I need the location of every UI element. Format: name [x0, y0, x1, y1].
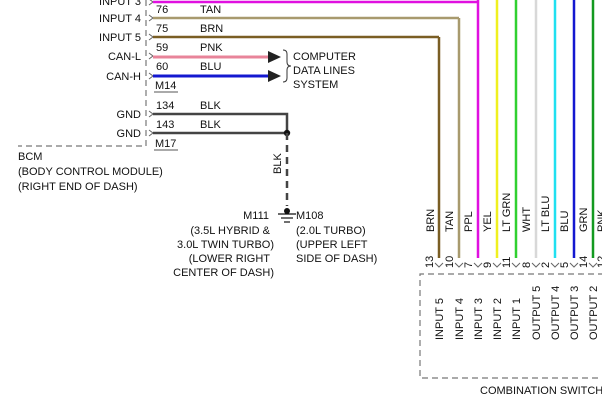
wire-color-pnk-label: PNK [200, 42, 223, 54]
computer-data-lines-label-2: DATA LINES [293, 65, 355, 77]
switch-pin-2: 2 [540, 262, 552, 268]
bcm-pin-gnd-1-label: GND [117, 109, 142, 121]
circuit-number-75: 75 [156, 23, 168, 35]
circuit-number-59: 59 [156, 42, 168, 54]
bcm-pin-input4-label: INPUT 4 [99, 13, 141, 25]
ground-m111-desc-4: CENTER OF DASH) [173, 267, 274, 279]
bcm-box [18, 0, 147, 147]
switch-wire-color-pnk: PNK [596, 209, 602, 232]
wire-blk-134 [153, 112, 289, 133]
bcm-pin-gnd-2-label: GND [117, 128, 142, 140]
switch-wire-color-grn: GRN [578, 208, 590, 233]
switch-pin-14: 14 [578, 256, 590, 268]
switch-pin-13: 13 [424, 256, 436, 268]
computer-data-lines-label-3: SYSTEM [293, 79, 338, 91]
ground-m108-desc-3: SIDE OF DASH) [296, 253, 377, 265]
combination-switch-title: COMBINATION SWITCH [480, 385, 602, 397]
switch-wire-color-wht: WHT [521, 207, 533, 232]
connector-m14-label: M14 [155, 80, 176, 92]
bcm-description: (BODY CONTROL MODULE) [18, 166, 163, 178]
switch-wire-color-lt-grn: LT GRN [501, 193, 513, 232]
ground-m108-desc-1: (2.0L TURBO) [296, 225, 366, 237]
switch-pin-11: 11 [501, 257, 513, 268]
circuit-number-60: 60 [156, 61, 168, 73]
switch-wire-color-ppl: PPL [463, 211, 475, 232]
switch-pin-10: 10 [444, 256, 456, 268]
switch-pin-name-input-3: INPUT 3 [473, 298, 485, 340]
ground-m111-label: M111 [243, 210, 269, 222]
combination-switch-box [419, 273, 602, 379]
switch-wire-color-brn: BRN [425, 209, 437, 232]
switch-wire-color-tan: TAN [444, 211, 456, 232]
switch-pin-8: 8 [521, 262, 533, 268]
wire-color-brn-label: BRN [200, 23, 223, 35]
bcm-label: BCM [18, 151, 42, 163]
ground-m108-label: M108 [296, 210, 324, 222]
ground-m111-desc-1: (3.5L HYBRID & [190, 225, 270, 237]
connector-m17-label: M17 [155, 138, 176, 150]
brace-icon [282, 49, 292, 83]
switch-pin-9: 9 [482, 262, 494, 268]
switch-pin-name-input-5: INPUT 5 [434, 298, 446, 340]
wire-color-blu-label: BLU [200, 61, 221, 73]
computer-data-lines-label-1: COMPUTER [293, 51, 356, 63]
wire-color-tan-label: TAN [200, 4, 221, 16]
circuit-number-143: 143 [156, 119, 174, 131]
arrow-can-l [268, 51, 281, 63]
switch-pin-name-output-5: OUTPUT 5 [531, 286, 543, 340]
bcm-location: (RIGHT END OF DASH) [18, 181, 138, 193]
wire-color-blk-134-label: BLK [200, 100, 221, 112]
switch-pin-7: 7 [463, 262, 475, 268]
switch-pin-name-output-3: OUTPUT 3 [569, 286, 581, 340]
wire-color-blk-143-label: BLK [200, 119, 221, 131]
arrow-can-h [268, 70, 281, 82]
ground-m111-desc-3: (LOWER RIGHT [189, 253, 271, 265]
circuit-number-134: 134 [156, 100, 174, 112]
switch-pin-name-input-4: INPUT 4 [454, 298, 466, 340]
switch-pin-name-output-2: OUTPUT 2 [588, 286, 600, 340]
ground-m111-desc-2: 3.0L TWIN TURBO) [177, 239, 274, 251]
switch-connector-chevrons [434, 262, 598, 268]
bcm-connector-chevrons [148, 0, 154, 137]
ground-symbol-icon [278, 213, 296, 223]
switch-wire-color-yel: YEL [482, 211, 494, 232]
circuit-number-76: 76 [156, 4, 168, 16]
bcm-pin-can-h-label: CAN-H [106, 71, 141, 83]
bcm-pin-can-l-label: CAN-L [108, 51, 141, 63]
switch-pin-5: 5 [559, 262, 571, 268]
switch-wire-color-lt-blu: LT BLU [540, 196, 552, 232]
ground-m108-desc-2: (UPPER LEFT [296, 239, 368, 251]
ground-dot [284, 208, 290, 214]
bcm-pin-input3-label: INPUT 3 [99, 0, 141, 8]
switch-pin-name-output-4: OUTPUT 4 [550, 286, 562, 340]
switch-pin-name-input-2: INPUT 2 [492, 298, 504, 340]
switch-pin-12: 12 [596, 256, 602, 268]
switch-pin-name-input-1: INPUT 1 [511, 298, 523, 340]
bcm-pin-input5-label: INPUT 5 [99, 32, 141, 44]
ground-wire-color-label: BLK [272, 153, 284, 174]
switch-wire-color-blu: BLU [559, 211, 571, 232]
